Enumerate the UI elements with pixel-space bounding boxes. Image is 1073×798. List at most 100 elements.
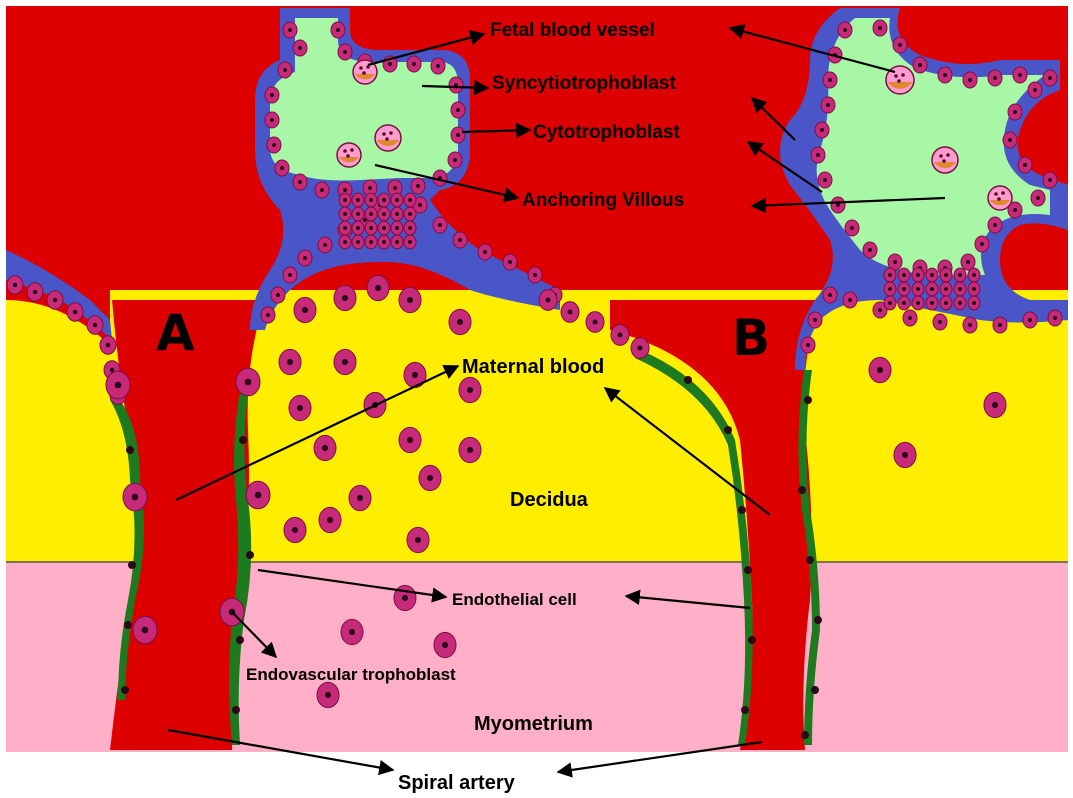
cell-nucleus xyxy=(617,332,622,337)
cell-nucleus xyxy=(402,595,408,601)
cell-nucleus xyxy=(902,273,906,277)
cell-nucleus xyxy=(283,68,287,72)
cell-nucleus xyxy=(416,184,420,188)
fetal-cell-dot xyxy=(346,154,350,158)
cell-nucleus xyxy=(533,273,537,277)
cell-nucleus xyxy=(823,178,827,182)
cell-nucleus xyxy=(412,372,418,378)
cell-nucleus xyxy=(1028,318,1032,322)
endothelial-nucleus xyxy=(738,506,746,514)
cell-nucleus xyxy=(33,290,37,294)
fetal-cell-dot xyxy=(362,71,366,75)
label-anchoring-villous: Anchoring Villous xyxy=(522,190,684,211)
cell-nucleus xyxy=(53,298,57,302)
cell-nucleus xyxy=(902,452,908,458)
cell-nucleus xyxy=(13,283,17,287)
cell-nucleus xyxy=(343,226,347,230)
cell-nucleus xyxy=(898,43,902,47)
cell-nucleus xyxy=(930,287,934,291)
cell-nucleus xyxy=(276,293,280,297)
cell-nucleus xyxy=(843,28,847,32)
cell-nucleus xyxy=(1048,76,1052,80)
fetal-cell-dot xyxy=(942,159,946,163)
cell-nucleus xyxy=(888,301,892,305)
label-myometrium: Myometrium xyxy=(474,713,593,735)
cell-nucleus xyxy=(508,260,512,264)
endothelial-nucleus xyxy=(128,561,136,569)
label-spiral-artery: Spiral artery xyxy=(398,772,516,794)
endothelial-nucleus xyxy=(121,686,129,694)
label-endothelial-cell: Endothelial cell xyxy=(452,590,577,609)
cell-nucleus xyxy=(142,627,149,634)
fetal-cell-dot xyxy=(897,79,901,83)
endothelial-nucleus xyxy=(724,426,732,434)
label-fetal-blood-vessel: Fetal blood vessel xyxy=(490,20,655,41)
cell-nucleus xyxy=(393,186,397,190)
cell-nucleus xyxy=(848,298,852,302)
cell-nucleus xyxy=(456,108,460,112)
cell-nucleus xyxy=(369,226,373,230)
cell-nucleus xyxy=(342,295,348,301)
cell-nucleus xyxy=(888,273,892,277)
cell-nucleus xyxy=(382,226,386,230)
cell-nucleus xyxy=(1036,196,1040,200)
cell-nucleus xyxy=(998,323,1002,327)
endothelial-nucleus xyxy=(798,486,806,494)
cell-nucleus xyxy=(456,133,460,137)
fetal-cell-dot xyxy=(382,132,386,136)
cell-nucleus xyxy=(327,517,333,523)
cell-nucleus xyxy=(255,492,262,499)
cell-nucleus xyxy=(467,387,473,393)
cell-nucleus xyxy=(930,301,934,305)
fetal-cell-dot xyxy=(894,74,898,78)
fetal-cell-dot xyxy=(359,66,363,70)
panel-label-b: B xyxy=(732,309,770,367)
endothelial-nucleus xyxy=(741,706,749,714)
cell-nucleus xyxy=(343,198,347,202)
cell-nucleus xyxy=(972,287,976,291)
endothelial-nucleus xyxy=(748,636,756,644)
label-syncytiotrophoblast: Syncytiotrophoblast xyxy=(492,73,676,94)
endothelial-nucleus xyxy=(246,551,254,559)
cell-nucleus xyxy=(958,287,962,291)
endothelial-nucleus xyxy=(232,706,240,714)
cell-nucleus xyxy=(369,212,373,216)
cell-nucleus xyxy=(916,273,920,277)
endothelial-nucleus xyxy=(811,686,819,694)
cell-nucleus xyxy=(356,240,360,244)
fetal-cell-dot xyxy=(901,73,905,77)
endothelial-nucleus xyxy=(814,616,822,624)
fetal-cell-dot xyxy=(994,192,998,196)
cell-nucleus xyxy=(637,345,642,350)
cell-nucleus xyxy=(407,437,413,443)
cell-nucleus xyxy=(343,50,347,54)
cell-nucleus xyxy=(375,285,381,291)
cell-nucleus xyxy=(1053,316,1057,320)
cell-nucleus xyxy=(868,248,872,252)
cell-nucleus xyxy=(1013,110,1017,114)
fetal-cell-dot xyxy=(997,197,1001,201)
endothelial-nucleus xyxy=(239,436,247,444)
cell-nucleus xyxy=(270,93,274,97)
cell-nucleus xyxy=(993,223,997,227)
cell-nucleus xyxy=(893,260,897,264)
fetal-cell-dot xyxy=(1001,191,1005,195)
cell-nucleus xyxy=(336,28,340,32)
cell-nucleus xyxy=(1033,88,1037,92)
cell-nucleus xyxy=(382,198,386,202)
endothelial-nucleus xyxy=(124,621,132,629)
cell-nucleus xyxy=(1018,73,1022,77)
cell-nucleus xyxy=(418,203,422,207)
cell-nucleus xyxy=(980,242,984,246)
cell-nucleus xyxy=(916,301,920,305)
cell-nucleus xyxy=(902,287,906,291)
cell-nucleus xyxy=(298,180,302,184)
cell-nucleus xyxy=(288,28,292,32)
cell-nucleus xyxy=(288,273,292,277)
endothelial-nucleus xyxy=(801,731,809,739)
label-cytotrophoblast: Cytotrophoblast xyxy=(533,122,680,143)
cell-nucleus xyxy=(453,158,457,162)
cell-nucleus xyxy=(115,382,122,389)
fetal-cell-dot xyxy=(350,148,354,152)
cell-nucleus xyxy=(828,78,832,82)
